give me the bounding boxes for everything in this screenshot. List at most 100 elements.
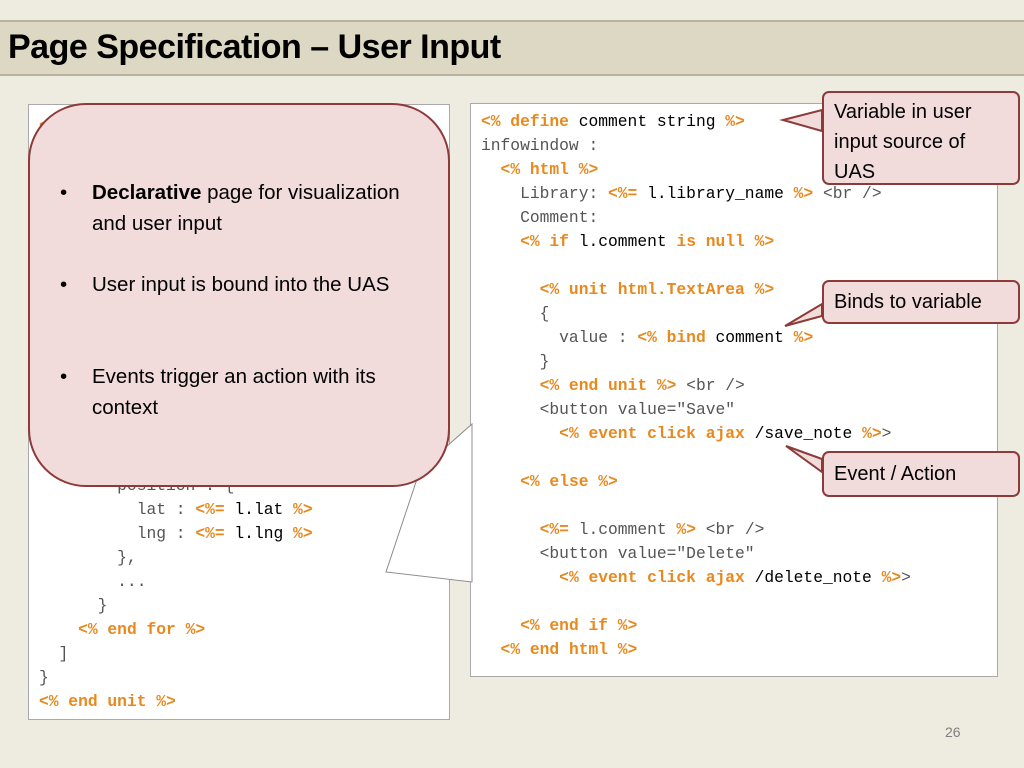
code-line: <%= l.comment %> <br /> [481,518,765,542]
code-token: is null [676,232,745,251]
code-token: %> [793,184,814,203]
code-line: <% end unit %> [39,690,176,714]
code-token: l.comment [568,232,677,251]
code-token: comment [705,328,794,347]
title-bar: Page Specification – User Input [0,20,1024,76]
code-line: <% unit html.TextArea %> [481,278,775,302]
code-token: /save_note [744,424,863,443]
code-token: l.comment [568,520,677,539]
code-line: lng : <%= l.lng %> [39,522,313,546]
bullet-text: page for visualization and user input [92,181,400,235]
code-token: infowindow : [481,136,599,155]
summary-bubble: • Declarative page for visualization and… [28,103,450,487]
code-token: %> [754,232,775,251]
code-token: <% event click ajax [559,568,745,587]
code-token: <% end html %> [500,640,638,659]
code-token: lng : [39,524,196,543]
code-line: <% event click ajax /delete_note %>> [481,566,911,590]
callout-pointer-variable [779,108,823,133]
callout-pointer-binds [784,302,823,327]
code-line: value : <% bind comment %> [481,326,813,350]
bubble-tail [385,422,473,583]
callout-variable: Variable in user input source of UAS [822,91,1020,185]
callout-binds: Binds to variable [822,280,1020,324]
code-line: lat : <%= l.lat %> [39,498,313,522]
code-token: <%= [608,184,638,203]
code-line: infowindow : [481,134,598,158]
code-token: comment string [568,112,726,131]
code-token: <%= [195,524,225,543]
code-line: } [481,350,550,374]
code-line: { [481,302,550,326]
code-token: %> [293,524,313,543]
code-token: %> [793,328,814,347]
code-line: <% end for %> [39,618,205,642]
right-code-panel: <% define comment string %>infowindow : … [470,103,998,677]
code-line: <% end if %> [481,614,637,638]
code-token: <% end for %> [78,620,206,639]
code-token: > [901,568,911,587]
slide-title: Page Specification – User Input [8,28,501,66]
code-token: %> [293,500,313,519]
code-token: <% event click ajax [559,424,745,443]
code-token: %> [676,520,696,539]
code-token: <% html %> [500,160,599,179]
code-line: <% define comment string %> [481,110,745,134]
code-token: <button value="Save" [481,400,736,419]
code-line: <% event click ajax /save_note %>> [481,422,891,446]
code-token: Library: [481,184,609,203]
code-token: <% end unit %> [39,692,176,711]
code-token: /delete_note [744,568,882,587]
bullet-text: User input is bound into the UAS [92,273,390,296]
code-line: } [39,666,49,690]
code-line: Comment: [481,206,598,230]
code-token: } [481,352,550,371]
code-token: <% bind [637,328,706,347]
code-token: Comment: [481,208,599,227]
code-token: %> [862,424,882,443]
callout-event: Event / Action [822,451,1020,497]
code-token: <%= [195,500,225,519]
code-line: <% html %> [481,158,599,182]
code-line: } [39,594,108,618]
bullet-text: Events trigger an action with its contex… [92,365,376,419]
code-token: } [39,668,49,687]
code-token: }, [39,548,137,567]
code-token: { [481,304,550,323]
code-line: <% end html %> [481,638,638,662]
code-token: ] [39,644,69,663]
bullet-glyph: • [60,273,68,296]
code-token: <br /> [676,376,745,395]
bullet-glyph: • [60,181,68,204]
code-token: } [39,596,108,615]
code-token: l.lat [224,500,294,519]
code-token: <%= [539,520,569,539]
code-token: <% define [481,112,569,131]
code-token: <br /> [813,184,882,203]
code-line: Library: <%= l.library_name %> <br /> [481,182,882,206]
page-number: 26 [945,724,961,740]
code-token: > [881,424,892,443]
code-line: <% end unit %> <br /> [481,374,745,398]
code-line: <button value="Save" [481,398,735,422]
callout-pointer-event [785,445,823,474]
code-token: <% if [520,232,569,251]
code-line: ... [39,570,146,594]
code-token: <br /> [695,520,765,539]
code-token: <% end unit %> [539,376,677,395]
code-line: <% else %> [481,470,618,494]
code-token: l.library_name [637,184,794,203]
code-line: }, [39,546,137,570]
bullet-glyph: • [60,365,68,388]
code-line: <% if l.comment is null %> [481,230,774,254]
code-line: <button value="Delete" [481,542,755,566]
code-token: <% else %> [520,472,618,491]
code-token: lat : [39,500,196,519]
code-token: %> [881,568,902,587]
code-token: <button value="Delete" [481,544,755,563]
code-token: <% unit html.TextArea %> [539,280,775,299]
code-token: <% end if %> [520,616,638,635]
code-token: value : [481,328,638,347]
code-token: l.lng [224,524,294,543]
